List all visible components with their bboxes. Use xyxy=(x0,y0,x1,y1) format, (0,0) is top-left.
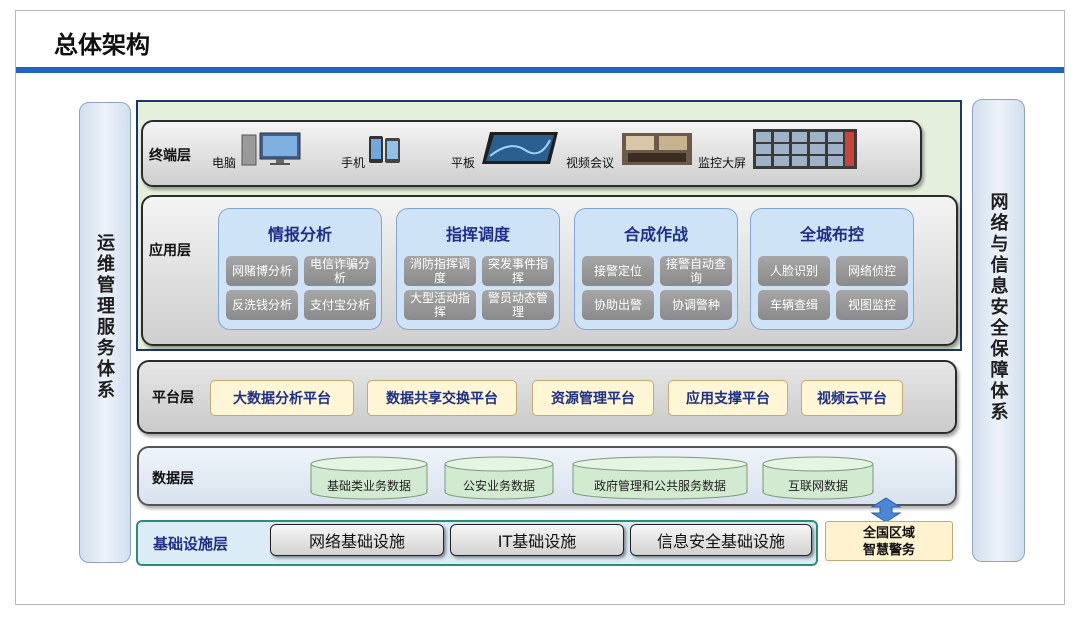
category-joint-operations: 合成作战 接警定位 接警自动查询 协助出警 协调警种 xyxy=(574,208,738,330)
category-title: 合成作战 xyxy=(623,225,688,244)
video-conference-icon xyxy=(622,133,692,165)
device-label-video-conference: 视频会议 xyxy=(566,156,615,170)
data-store-internet: 互联网数据 xyxy=(762,456,874,500)
platform-layer-label: 平台层 xyxy=(152,390,194,406)
region-smart-policing-box: 全国区域 智慧警务 xyxy=(825,521,953,561)
data-store-basic: 基础类业务数据 xyxy=(310,456,428,500)
region-line-1: 全国区域 xyxy=(862,526,915,541)
category-title: 指挥调度 xyxy=(445,225,510,244)
function-item: 电信诈骗分析 xyxy=(304,256,376,286)
region-line-2: 智慧警务 xyxy=(862,543,915,558)
data-layer-label: 数据层 xyxy=(152,471,194,487)
platform-item: 视频云平台 xyxy=(801,380,903,416)
function-item: 人脸识别 xyxy=(758,256,830,286)
platform-item: 应用支撑平台 xyxy=(668,380,788,416)
data-store-label: 公安业务数据 xyxy=(462,479,535,493)
infrastructure-layer-label: 基础设施层 xyxy=(153,535,229,553)
function-item: 网络侦控 xyxy=(836,256,908,286)
function-item: 协调警种 xyxy=(660,290,732,320)
application-layer-label: 应用层 xyxy=(149,243,191,259)
function-item: 大型活动指挥 xyxy=(404,290,476,320)
category-title: 情报分析 xyxy=(267,225,332,244)
data-store-police: 公安业务数据 xyxy=(444,456,554,500)
platform-item: 数据共享交换平台 xyxy=(367,380,517,416)
data-store-label: 基础类业务数据 xyxy=(326,479,411,493)
function-item: 接警自动查询 xyxy=(660,256,732,286)
function-item: 支付宝分析 xyxy=(304,290,376,320)
double-arrow-icon xyxy=(870,497,902,523)
device-label-monitoring-wall: 监控大屏 xyxy=(698,156,747,170)
desktop-computer-icon xyxy=(241,132,301,166)
platform-item: 大数据分析平台 xyxy=(210,380,354,416)
device-label-tablet: 平板 xyxy=(451,156,476,170)
category-city-surveillance: 全城布控 人脸识别 网络侦控 车辆查缉 视图监控 xyxy=(750,208,914,330)
device-label-computer: 电脑 xyxy=(212,156,237,170)
title-underline-bar xyxy=(16,67,1064,73)
right-side-label: 网络与信息安全保障体系 xyxy=(987,192,1009,423)
left-side-label: 运维管理服务体系 xyxy=(94,233,115,401)
infrastructure-item-network: 网络基础设施 xyxy=(270,524,444,556)
data-store-label: 政府管理和公共服务数据 xyxy=(593,479,726,493)
function-item: 视图监控 xyxy=(836,290,908,320)
function-item: 接警定位 xyxy=(582,256,654,286)
infrastructure-item-it: IT基础设施 xyxy=(450,524,624,556)
function-item: 协助出警 xyxy=(582,290,654,320)
data-store-government: 政府管理和公共服务数据 xyxy=(572,456,748,500)
mobile-phone-icon xyxy=(369,136,400,163)
function-item: 突发事件指挥 xyxy=(482,256,554,286)
function-item: 反洗钱分析 xyxy=(226,290,298,320)
function-item: 警员动态管理 xyxy=(482,290,554,320)
category-intelligence-analysis: 情报分析 网赌博分析 电信诈骗分析 反洗钱分析 支付宝分析 xyxy=(218,208,382,330)
page-title: 总体架构 xyxy=(54,31,150,59)
platform-item: 资源管理平台 xyxy=(532,380,654,416)
tablet-icon xyxy=(482,132,558,164)
function-item: 网赌博分析 xyxy=(226,256,298,286)
left-side-panel: 运维管理服务体系 xyxy=(79,102,131,563)
right-side-panel: 网络与信息安全保障体系 xyxy=(972,99,1025,562)
infrastructure-item-security: 信息安全基础设施 xyxy=(630,524,812,556)
terminal-layer-label: 终端层 xyxy=(149,148,191,164)
function-item: 消防指挥调度 xyxy=(404,256,476,286)
monitoring-wall-icon xyxy=(753,129,857,169)
data-store-label: 互联网数据 xyxy=(787,479,848,493)
function-item: 车辆查缉 xyxy=(758,290,830,320)
category-command-dispatch: 指挥调度 消防指挥调度 突发事件指挥 大型活动指挥 警员动态管理 xyxy=(396,208,560,330)
device-label-phone: 手机 xyxy=(341,156,366,170)
category-title: 全城布控 xyxy=(799,225,864,244)
